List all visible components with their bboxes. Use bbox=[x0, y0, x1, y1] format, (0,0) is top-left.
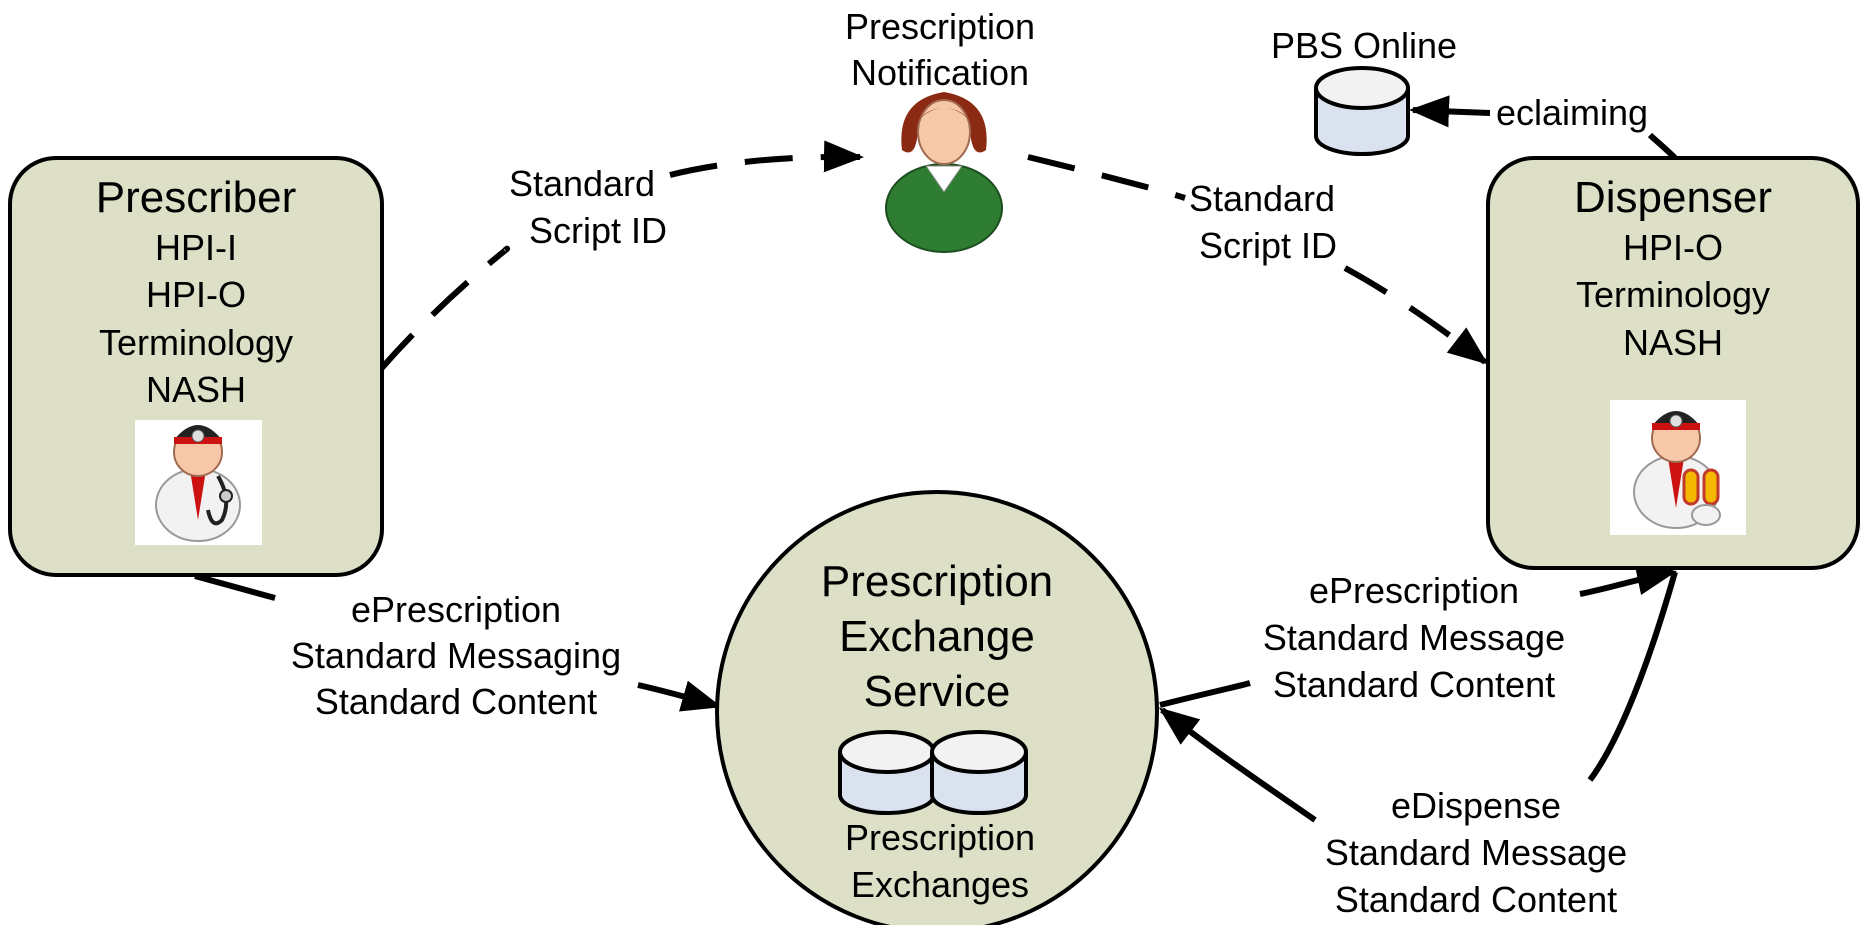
woman-person-icon bbox=[885, 92, 1003, 253]
edge-label-prescriber-exchange: Standard Messaging bbox=[291, 635, 621, 676]
notification-label: Notification bbox=[851, 52, 1029, 93]
exchange-db-label: Prescription bbox=[845, 817, 1035, 858]
edge-label-notification-dispenser: Standard bbox=[1189, 178, 1335, 219]
pbs-label: PBS Online bbox=[1271, 25, 1457, 66]
prescriber-line: HPI-O bbox=[146, 274, 246, 315]
dispenser-line: HPI-O bbox=[1623, 227, 1723, 268]
prescriber-box bbox=[8, 156, 384, 577]
dispenser-box bbox=[1486, 156, 1860, 570]
edge-prescriber-to-notification bbox=[377, 157, 860, 372]
database-cylinder-icon bbox=[1314, 66, 1410, 156]
dispenser-title: Dispenser bbox=[1574, 173, 1772, 222]
edge-dispenser-to-exchange bbox=[1162, 571, 1678, 823]
edge-prescriber-to-exchange bbox=[194, 573, 718, 706]
edge-label-prescriber-notification: Standard bbox=[509, 163, 655, 204]
edge-label-exchange-dispenser: ePrescription bbox=[1309, 570, 1519, 611]
eclaiming-label: eclaiming bbox=[1496, 92, 1648, 133]
edge-label-dispenser-exchange: Standard Content bbox=[1335, 879, 1617, 920]
prescriber-title: Prescriber bbox=[96, 173, 297, 222]
pbs-node: PBS Online eclaiming bbox=[1271, 25, 1648, 156]
edge-notification-to-dispenser bbox=[1027, 154, 1485, 362]
doctor-with-stethoscope-icon bbox=[135, 420, 262, 545]
edge-label-exchange-dispenser: Standard Message bbox=[1263, 617, 1565, 658]
edge-label-exchange-dispenser: Standard Content bbox=[1273, 664, 1555, 705]
edge-label-prescriber-exchange: ePrescription bbox=[351, 589, 561, 630]
prescriber-line: HPI-I bbox=[155, 227, 237, 268]
edge-label-dispenser-exchange: eDispense bbox=[1391, 785, 1561, 826]
dispenser-node: Dispenser HPI-O Terminology NASH bbox=[1486, 156, 1860, 570]
notification-label: Prescription bbox=[845, 6, 1035, 47]
dispenser-line: NASH bbox=[1623, 322, 1723, 363]
edge-label-notification-dispenser: Script ID bbox=[1199, 225, 1337, 266]
edge-eclaiming-to-pbs bbox=[1413, 110, 1678, 161]
exchange-db-label: Exchanges bbox=[851, 864, 1029, 905]
database-cylinder-pair-icon bbox=[838, 730, 1028, 815]
exchange-title-line: Prescription bbox=[821, 557, 1053, 606]
exchange-title-line: Service bbox=[864, 667, 1011, 716]
dispenser-line: Terminology bbox=[1576, 274, 1770, 315]
prescriber-node: Prescriber HPI-I HPI-O Terminology NASH bbox=[8, 156, 384, 577]
notification-node: Prescription Notification bbox=[845, 6, 1035, 253]
pharmacist-with-pills-icon bbox=[1610, 400, 1746, 535]
edge-label-dispenser-exchange: Standard Message bbox=[1325, 832, 1627, 873]
exchange-circle bbox=[715, 490, 1159, 925]
edge-label-prescriber-notification: Script ID bbox=[529, 210, 667, 251]
exchange-title-line: Exchange bbox=[839, 612, 1035, 661]
prescriber-line: Terminology bbox=[99, 322, 293, 363]
prescriber-line: NASH bbox=[146, 369, 246, 410]
edge-label-prescriber-exchange: Standard Content bbox=[315, 681, 597, 722]
exchange-node: Prescription Exchange Service Prescripti… bbox=[715, 490, 1159, 925]
